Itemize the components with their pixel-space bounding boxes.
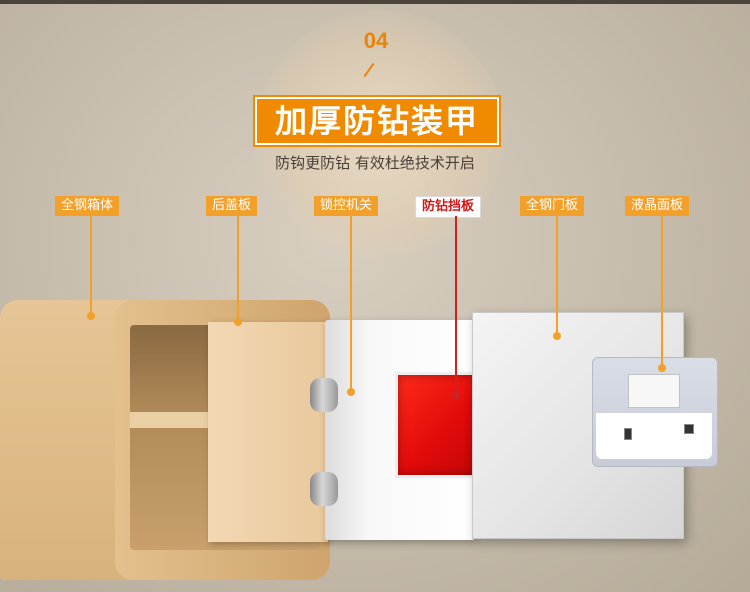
top-strip [0,0,750,4]
callout-line-lock-mechanism [350,216,352,392]
callout-line-steel-box [90,216,92,316]
callout-dot-lcd-panel [658,364,666,372]
back-cover-panel [208,322,328,542]
callout-dot-back-cover [234,318,242,326]
callout-steel-door: 全钢门板 [520,196,585,216]
callout-lock-mechanism: 锁控机关 [314,196,379,216]
callout-line-back-cover [237,216,239,322]
page-subtitle: 防钩更防钻 有效杜绝技术开启 [275,154,475,172]
callout-lcd-panel: 液晶面板 [625,196,690,216]
lcd-screen [628,374,680,408]
lcd-panel-lower [596,413,712,459]
section-number: 04 [363,28,389,53]
button-icon [684,424,694,434]
callout-anti-drill-plate: 防钻挡板 [415,196,482,218]
page-title: 加厚防钻装甲 [255,97,499,145]
callout-dot-anti-drill-plate [452,392,460,400]
lock-bolt-upper [310,378,338,412]
callout-line-lcd-panel [661,216,663,368]
interior-shelf [130,412,220,428]
callout-line-anti-drill-plate [455,216,457,396]
callout-back-cover: 后盖板 [206,196,258,216]
callout-dot-lock-mechanism [347,388,355,396]
callout-line-steel-door [556,216,558,336]
anti-drill-plate [395,372,479,478]
callout-dot-steel-box [87,312,95,320]
callout-dot-steel-door [553,332,561,340]
callout-steel-box: 全钢箱体 [55,196,120,216]
lock-bolt-lower [310,472,338,506]
keyhole-icon [624,428,632,440]
